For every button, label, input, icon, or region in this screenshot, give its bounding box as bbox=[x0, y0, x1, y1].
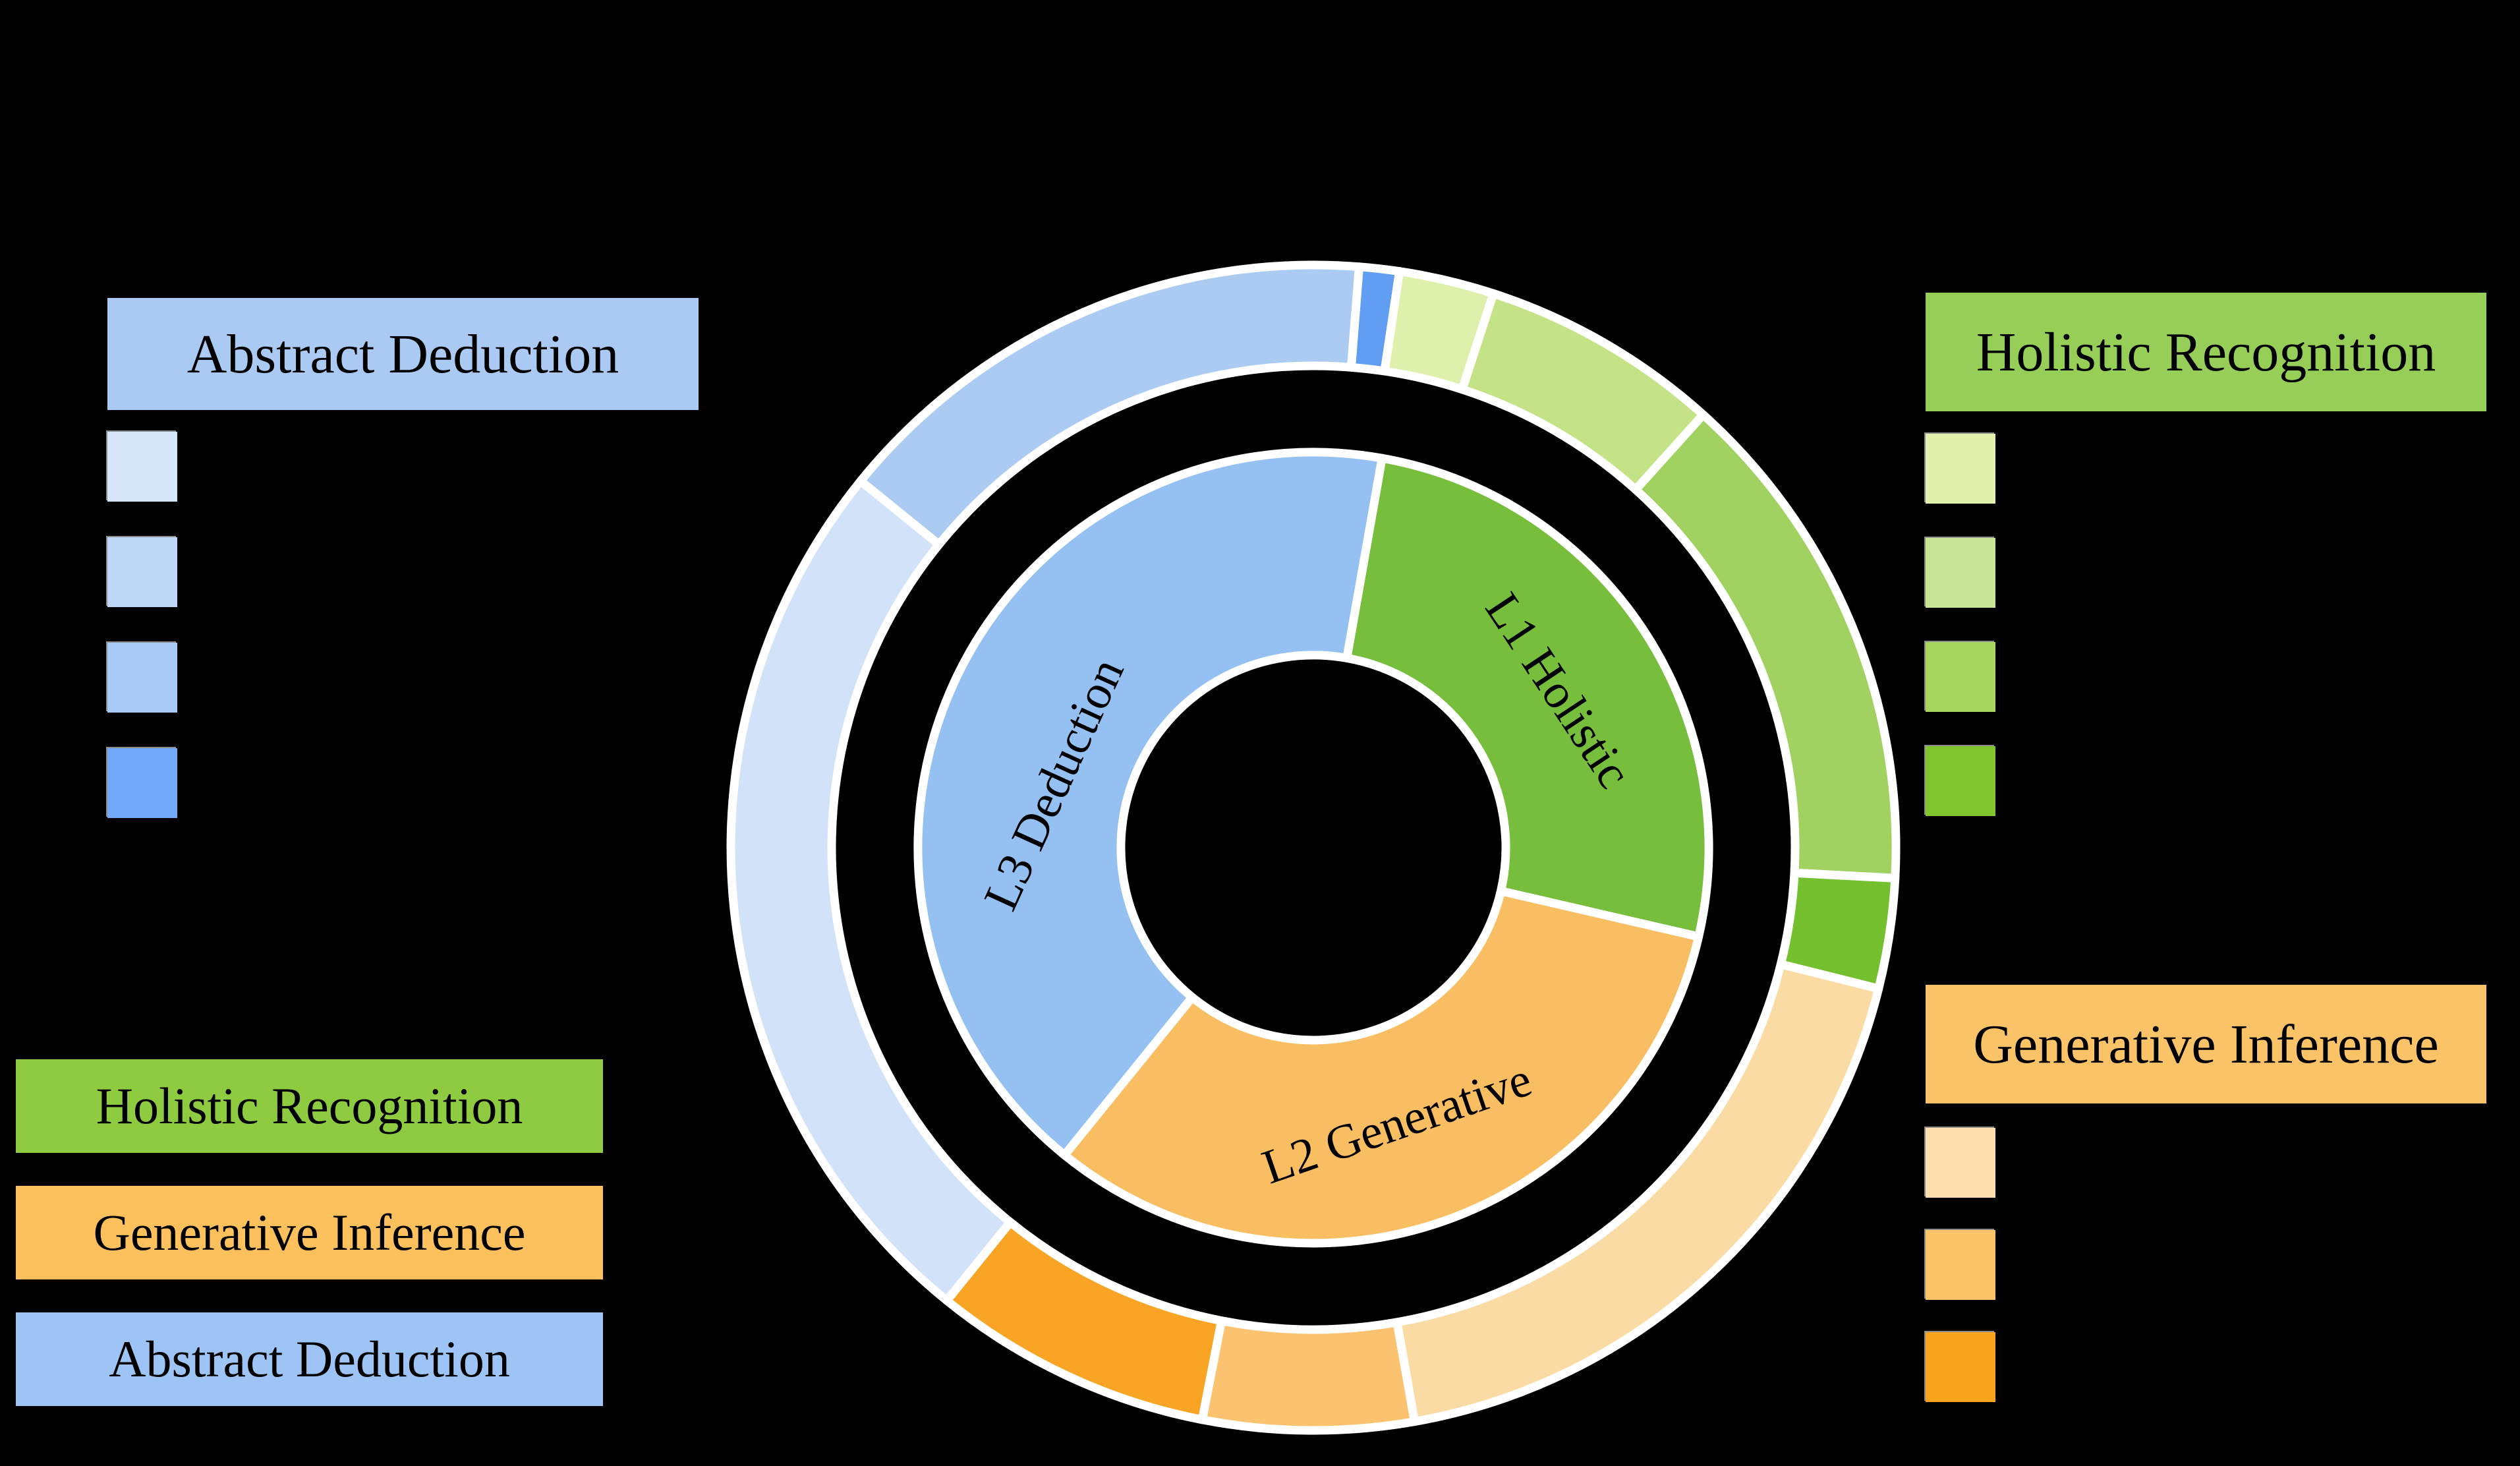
legend-swatch bbox=[1926, 746, 1995, 816]
legend-header-abstract-deduction: Abstract Deduction bbox=[107, 298, 699, 410]
legend-key-holistic-recognition: Holistic Recognition bbox=[16, 1059, 603, 1153]
legend-swatch bbox=[1926, 538, 1995, 608]
legend-swatch bbox=[107, 643, 177, 713]
legend-swatch bbox=[1926, 1230, 1995, 1300]
legend-swatch bbox=[107, 432, 177, 502]
inner-ring-segment-1-l2-generative bbox=[1060, 887, 1704, 1248]
inner-ring-segment-0-l1-holistic bbox=[1342, 454, 1713, 941]
outer-ring-segment-9 bbox=[856, 260, 1363, 549]
legend-swatch bbox=[1926, 642, 1995, 712]
legend-swatch bbox=[1926, 1332, 1995, 1402]
legend-swatch bbox=[107, 748, 177, 818]
outer-ring-segment-6 bbox=[1197, 1316, 1419, 1435]
legend-swatch bbox=[1926, 1128, 1995, 1198]
holistic-recognition-swatch-column bbox=[1926, 434, 1995, 816]
legend-swatch bbox=[1926, 434, 1995, 504]
legend-header-holistic-recognition: Holistic Recognition bbox=[1926, 293, 2486, 411]
inner-ring-segment-2-l3-deduction bbox=[913, 448, 1387, 1159]
legend-key-abstract-deduction: Abstract Deduction bbox=[16, 1312, 603, 1406]
generative-inference-swatch-column bbox=[1926, 1128, 1995, 1402]
legend-header-generative-inference: Generative Inference bbox=[1926, 985, 2486, 1103]
abstract-deduction-swatch-column bbox=[107, 432, 177, 818]
legend-swatch bbox=[107, 537, 177, 607]
outer-ring-segment-8 bbox=[726, 477, 1015, 1305]
legend-key-generative-inference: Generative Inference bbox=[16, 1186, 603, 1279]
